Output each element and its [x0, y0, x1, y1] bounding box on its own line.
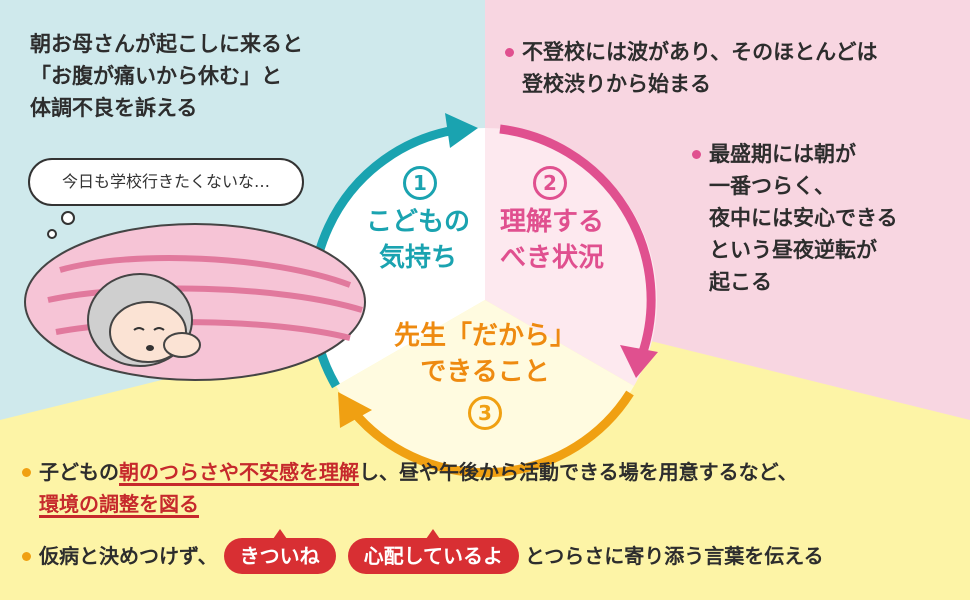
cycle-seg3-fill: [336, 300, 634, 473]
thought-bubble: 今日も学校行きたくないな…: [28, 158, 304, 206]
speech-pill-1: きついね: [223, 538, 336, 574]
seg2-label: 理解する べき状況: [499, 207, 604, 273]
seg3-number: 3: [468, 396, 502, 430]
arrow-pink: [499, 124, 656, 357]
arrow-pink-head: [620, 345, 658, 378]
situation-point-1: 不登校には波があり、そのほとんどは 登校渋りから始まる: [505, 36, 878, 100]
action-2: 仮病と決めつけず、きついね心配しているよとつらさに寄り添う言葉を伝える: [22, 538, 824, 574]
seg3-label: 先生「だから」 できること: [393, 321, 576, 387]
child-description: 朝お母さんが起こしに来ると 「お腹が痛いから休む」と 体調不良を訴える: [30, 32, 303, 120]
sleeping-child-illustration: [24, 211, 366, 381]
situation-point-2: 最盛期には朝が 一番つらく、 夜中には安心できる という昼夜逆転が 起こる: [692, 138, 898, 298]
arrow-teal-head: [445, 113, 478, 148]
bullet-icon: [505, 48, 514, 57]
seg1-number: 1: [403, 166, 437, 200]
bullet-icon: [692, 150, 701, 159]
bullet-icon: [22, 552, 31, 561]
arrow-orange: [348, 390, 634, 478]
bullet-icon: [22, 468, 31, 477]
seg1-label: こどもの 気持ち: [365, 207, 470, 273]
child-hand: [163, 332, 201, 358]
action-1: 子どもの朝のつらさや不安感を理解し、昼や午後から活動できる場を用意するなど、 環…: [22, 456, 798, 520]
speech-pill-2: 心配しているよ: [347, 538, 520, 574]
arrow-orange-head: [338, 392, 372, 428]
seg2-number: 2: [533, 166, 567, 200]
